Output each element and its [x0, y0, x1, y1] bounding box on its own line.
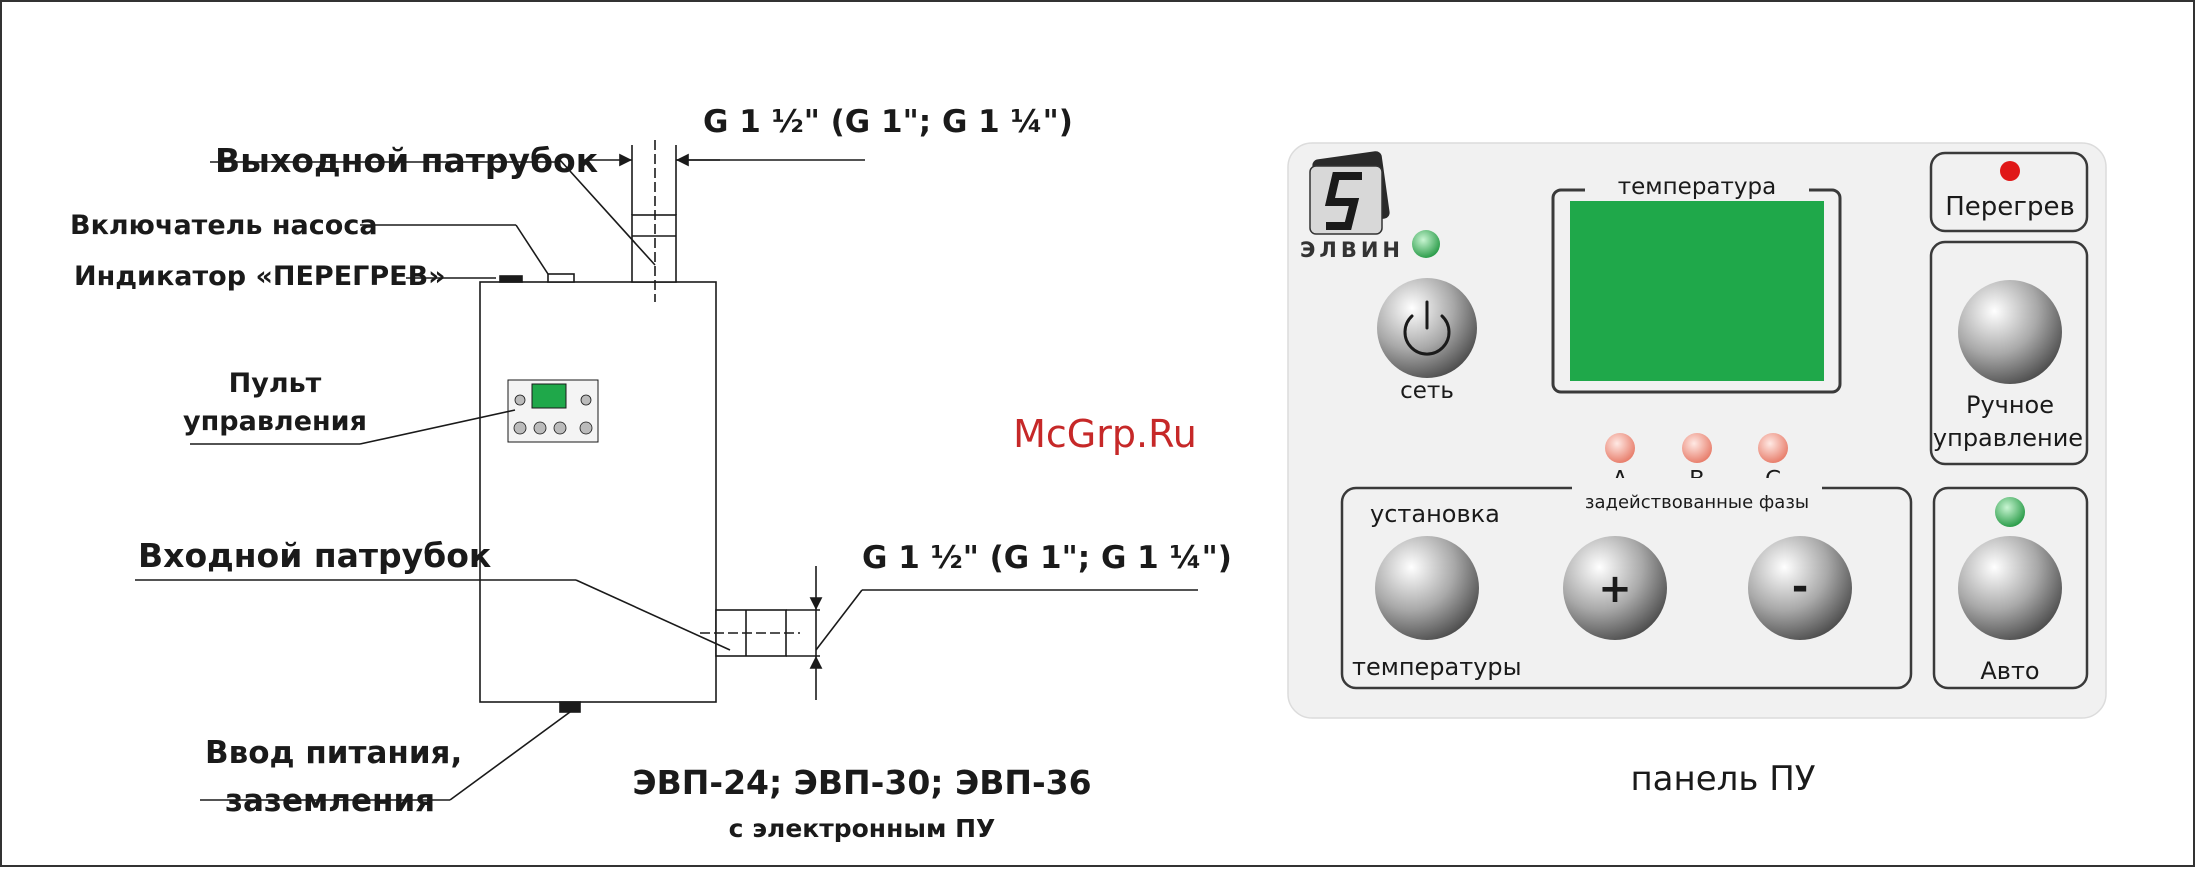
- watermark: McGrp.Ru: [1013, 412, 1197, 456]
- overheat-indicator-label: Индикатор «ПЕРЕГРЕВ»: [74, 261, 446, 292]
- mini-control-panel: [507, 379, 599, 443]
- phase-c-led: [1758, 433, 1788, 463]
- inlet-label: Входной патрубок: [138, 536, 491, 575]
- setting-label-bottom: температуры: [1352, 653, 1522, 681]
- overheat-label: Перегрев: [1945, 192, 2075, 222]
- power-led: [1412, 230, 1440, 258]
- setting-button[interactable]: [1375, 536, 1479, 640]
- phase-b-led: [1682, 433, 1712, 463]
- manual-control-button[interactable]: [1958, 280, 2062, 384]
- phase-a-led: [1605, 433, 1635, 463]
- outlet-label: Выходной патрубок: [215, 141, 598, 180]
- minus-icon: -: [1792, 564, 1809, 610]
- overheat-led: [2000, 161, 2020, 181]
- outlet-pipe: [631, 214, 677, 283]
- manual-box: [1929, 240, 2089, 466]
- model-title: ЭВП-24; ЭВП-30; ЭВП-36: [632, 763, 1091, 802]
- pump-switch-label: Включатель насоса: [70, 210, 378, 241]
- power-icon: [1403, 300, 1451, 356]
- auto-label: Авто: [1980, 657, 2039, 685]
- overheat-box: [1929, 151, 2089, 233]
- top-dimension-label: G 1 ½" (G 1"; G 1 ¼"): [703, 104, 1073, 140]
- phases-caption: задействованные фазы: [1585, 492, 1809, 513]
- power-label-line2: заземления: [225, 783, 435, 819]
- panel-label-line2: управления: [183, 406, 367, 437]
- panel-caption: панель ПУ: [1630, 759, 1815, 799]
- power-label: сеть: [1400, 378, 1454, 404]
- model-subtitle: с электронным ПУ: [729, 814, 996, 843]
- auto-led: [1995, 497, 2025, 527]
- plus-icon: +: [1598, 566, 1632, 612]
- brand-name: ЭЛВИН: [1300, 238, 1404, 262]
- control-panel: ЭЛВИН сеть температура Перегрев Ручное у…: [1287, 142, 2107, 799]
- plus-button[interactable]: [1563, 536, 1667, 640]
- panel-background: [1287, 142, 2107, 719]
- right-dimension-label: G 1 ½" (G 1"; G 1 ¼"): [862, 540, 1232, 576]
- brand-logo-icon: [1309, 151, 1390, 235]
- boiler-drawing: [135, 140, 1198, 801]
- setting-label-top: установка: [1370, 500, 1500, 528]
- boiler-body: [479, 281, 717, 703]
- display-label: температура: [1618, 174, 1776, 200]
- power-label-line1: Ввод питания,: [205, 735, 462, 771]
- auto-button[interactable]: [1958, 536, 2062, 640]
- auto-box: [1932, 486, 2089, 690]
- minus-button[interactable]: [1748, 536, 1852, 640]
- manual-label-line2: управление: [1933, 424, 2083, 452]
- panel-label-line1: Пульт: [229, 368, 322, 399]
- temperature-display: [1570, 201, 1824, 381]
- manual-label-line1: Ручное: [1966, 391, 2054, 419]
